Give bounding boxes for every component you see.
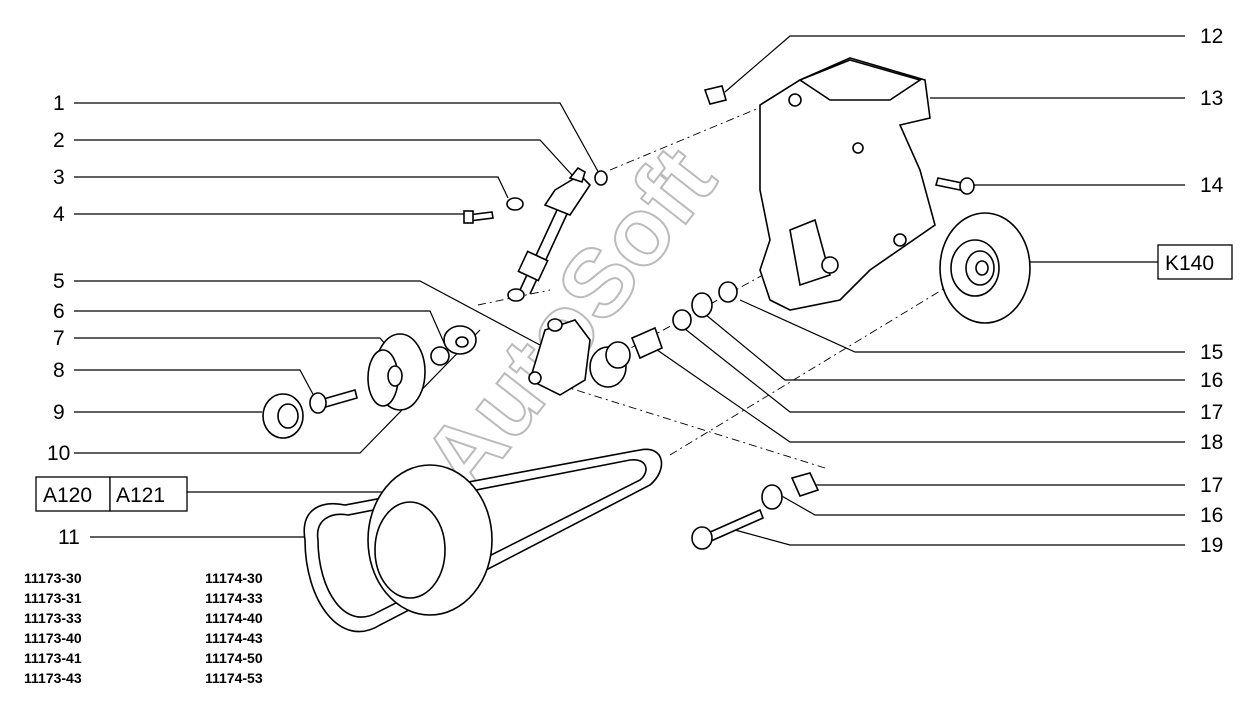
model-code: 11173-41 <box>24 650 82 666</box>
callout-17-b: 17 <box>1200 474 1223 497</box>
callout-8: 8 <box>53 359 65 382</box>
callout-11: 11 <box>58 526 80 549</box>
callout-17: 17 <box>1200 401 1223 424</box>
callout-12: 12 <box>1200 25 1223 48</box>
model-codes-left: 11173-30 11173-31 11173-33 11173-40 1117… <box>24 568 82 688</box>
callout-1: 1 <box>53 92 65 115</box>
callout-19: 19 <box>1200 534 1223 557</box>
callout-15: 15 <box>1200 341 1223 364</box>
model-code: 11173-40 <box>24 630 82 646</box>
model-codes-right: 11174-30 11174-33 11174-40 11174-43 1117… <box>205 568 263 688</box>
callout-13: 13 <box>1200 87 1223 110</box>
callout-9: 9 <box>53 401 65 424</box>
parts-drawing <box>262 57 1031 633</box>
right-callout-numbers: 12 13 14 15 16 17 18 17 16 19 <box>1200 25 1224 557</box>
ref-box-a121-label: A121 <box>116 484 165 507</box>
model-code: 11174-33 <box>205 590 263 606</box>
model-code: 11173-31 <box>24 590 82 606</box>
ref-box-k140[interactable]: K140 <box>1157 244 1233 280</box>
callout-2: 2 <box>53 129 65 152</box>
ref-box-a120-label: A120 <box>43 484 92 507</box>
callout-7: 7 <box>53 327 65 350</box>
callout-16-b: 16 <box>1200 504 1223 527</box>
model-code: 11173-43 <box>24 670 82 686</box>
right-leader-lines <box>649 35 1185 546</box>
callout-4: 4 <box>53 203 65 226</box>
ref-box-a121[interactable]: A121 <box>109 476 188 512</box>
callout-10: 10 <box>47 442 70 465</box>
ref-box-k140-label: K140 <box>1165 252 1214 275</box>
model-code: 11174-30 <box>205 570 263 586</box>
callout-14: 14 <box>1200 174 1224 197</box>
callout-6: 6 <box>53 300 65 323</box>
model-code: 11174-40 <box>205 610 263 626</box>
ref-box-a120[interactable]: A120 <box>35 476 111 512</box>
model-code: 11174-50 <box>205 650 263 666</box>
callout-3: 3 <box>53 166 65 189</box>
left-callout-numbers: 1 2 3 4 5 6 7 8 9 10 11 <box>47 92 80 549</box>
callout-5: 5 <box>53 270 65 293</box>
model-code: 11173-33 <box>24 610 82 626</box>
callout-16: 16 <box>1200 369 1223 392</box>
model-code: 11174-53 <box>205 670 263 686</box>
callout-18: 18 <box>1200 431 1223 454</box>
model-code: 11174-43 <box>205 630 263 646</box>
model-code: 11173-30 <box>24 570 82 586</box>
